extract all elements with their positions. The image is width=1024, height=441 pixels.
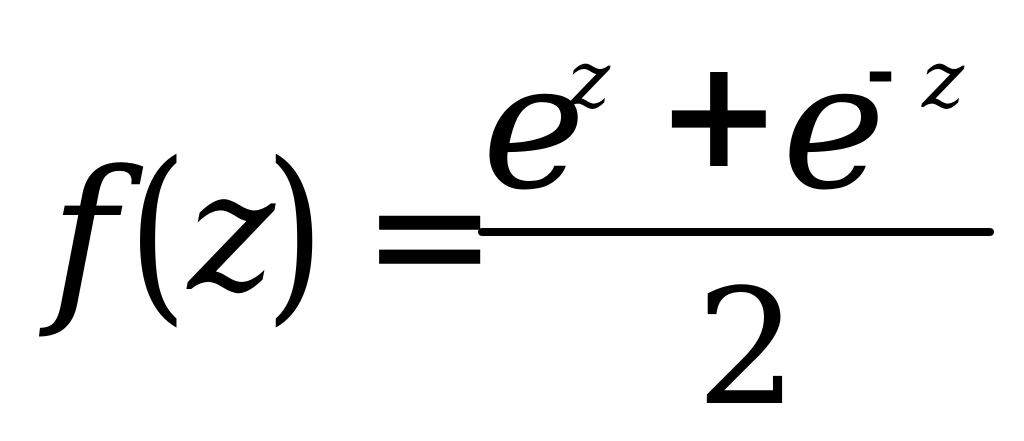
fraction-bar: [478, 228, 994, 236]
numerator-term1-base: e: [482, 26, 586, 229]
numerator-term2-exponent-sign: -: [866, 32, 896, 114]
function-argument: z: [188, 136, 275, 328]
equals-sign: =: [362, 136, 498, 334]
function-name: f: [50, 133, 117, 342]
math-formula: f ( z ) = e z + e - z 2: [50, 26, 994, 428]
numerator-term2-exponent: z: [922, 33, 965, 126]
open-parenthesis: (: [128, 122, 188, 343]
close-parenthesis: ): [265, 122, 325, 343]
numerator-term1-exponent: z: [568, 33, 611, 126]
numerator-term2-base: e: [782, 26, 886, 229]
denominator: 2: [696, 254, 798, 441]
plus-operator: +: [656, 28, 782, 202]
